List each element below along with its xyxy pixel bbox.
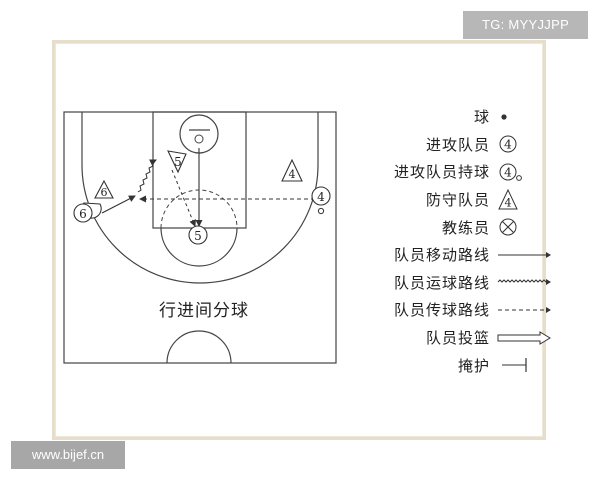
offense-player-5-top [167, 150, 187, 174]
hoop [194, 134, 204, 144]
legend-symbol-offense-ball: 4 [499, 163, 522, 181]
three-point-arc [81, 164, 319, 284]
legend-label-move: 队员移动路线 [393, 246, 490, 265]
legend-symbol-defense-player: 4 [498, 188, 518, 210]
legend-label-defense-player: 防守队员 [425, 191, 490, 210]
offense-player-5-bottom [188, 225, 208, 245]
legend-row-coach: 教练员 [352, 213, 552, 241]
free-throw-circle-solid [160, 227, 238, 267]
svg-text:4: 4 [504, 165, 512, 179]
player-label-p5-top: 5 [174, 155, 182, 169]
legend-label-coach: 教练员 [441, 218, 490, 237]
legend-row-shot: 队员投篮 [352, 324, 552, 352]
legend-row-defense-player: 防守队员 4 [352, 186, 552, 214]
legend-label-dribble: 队员运球路线 [393, 273, 490, 292]
legend-symbol-ball [501, 114, 507, 120]
legend-row-offense-ball: 进攻队员持球 4 [352, 158, 552, 186]
offense-player-6 [73, 202, 102, 223]
legend-row-move: 队员移动路线 [352, 241, 552, 269]
legend-label-pass: 队员传球路线 [393, 301, 490, 320]
legend-symbol-coach [499, 218, 517, 236]
watermark-bottom-left: www.bijef.cn [11, 441, 125, 469]
pass-line-6-to-5 [171, 169, 196, 227]
legend-row-ball: 球 [352, 103, 552, 131]
legend-symbol-dribble [497, 279, 551, 286]
legend-symbol-screen [502, 358, 527, 373]
court-caption: 行进间分球 [159, 301, 249, 321]
legend-symbol-shot [497, 330, 551, 345]
top-inner-arc [179, 114, 219, 135]
legend-row-dribble: 队员运球路线 [352, 269, 552, 297]
center-circle [166, 330, 232, 364]
legend: 球进攻队员 4 进攻队员持球 4 防守队员 4 教练员队员移动路线队员运球路线队员传球路线队… [352, 103, 552, 379]
svg-text:4: 4 [504, 138, 512, 152]
legend-label-offense-player: 进攻队员 [425, 135, 490, 154]
move-line-6 [101, 195, 136, 214]
player-label-d4: 4 [289, 168, 296, 181]
watermark-top-right: TG: MYYJJPP [463, 11, 588, 39]
legend-symbol-move [498, 251, 551, 258]
player-label-p5-bottom: 5 [194, 229, 202, 243]
defense-player-6 [94, 179, 114, 199]
legend-label-ball: 球 [473, 108, 490, 127]
svg-text:4: 4 [505, 196, 512, 209]
player-label-d6: 6 [101, 186, 108, 199]
legend-row-screen: 掩护 [352, 351, 552, 379]
legend-row-pass: 队员传球路线 [352, 296, 552, 324]
dribble-line-6 [137, 159, 157, 193]
legend-label-offense-ball: 进攻队员持球 [393, 163, 490, 182]
diagram-frame [52, 40, 546, 440]
legend-label-screen: 掩护 [457, 356, 490, 375]
offense-player-4-with-ball [311, 186, 331, 215]
defense-player-4 [281, 158, 303, 182]
legend-symbol-offense-player: 4 [499, 135, 517, 153]
player-label-p4: 4 [317, 190, 325, 204]
legend-label-shot: 队员投篮 [425, 329, 490, 348]
legend-row-offense-player: 进攻队员 4 [352, 131, 552, 159]
legend-symbol-pass [498, 306, 551, 313]
player-label-p6: 6 [79, 207, 87, 221]
